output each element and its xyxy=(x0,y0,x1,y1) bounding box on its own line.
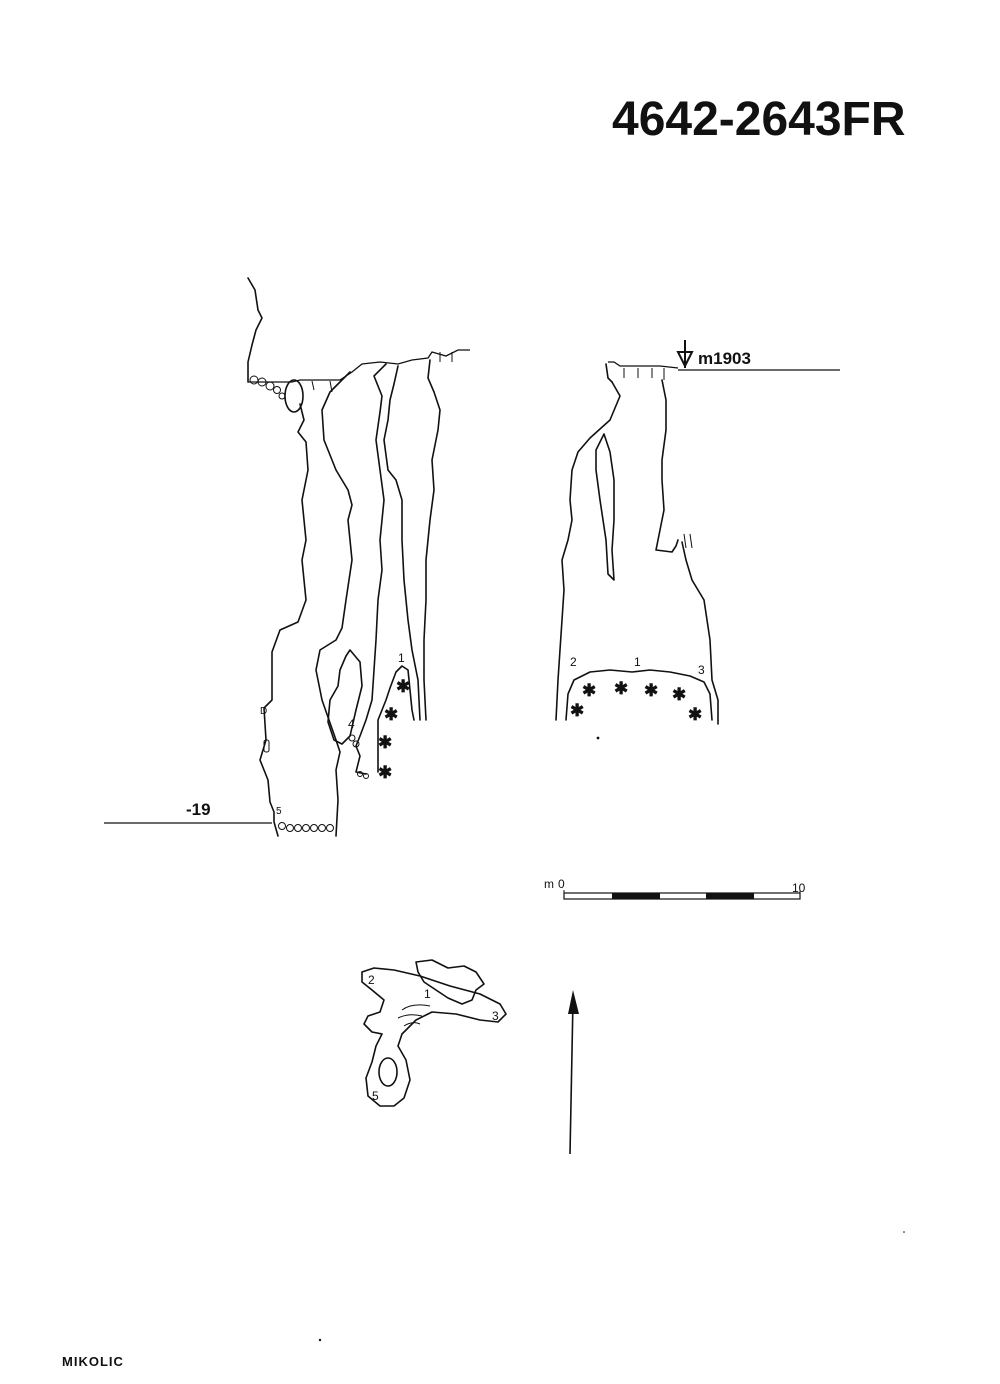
ice-markers: ✱ ✱ ✱ ✱ xyxy=(378,677,410,782)
svg-text:✱: ✱ xyxy=(570,701,584,720)
section-b: m1903 ✱ xyxy=(555,340,840,725)
shaft-right-wall xyxy=(423,359,441,721)
plan-upper-chamber xyxy=(415,959,485,1005)
north-arrow-icon xyxy=(568,990,579,1155)
section-a: -19 xyxy=(104,277,470,837)
point-label-3: 3 xyxy=(698,663,705,677)
scale-start: 0 xyxy=(558,877,565,891)
plan-outline xyxy=(361,967,507,1107)
point-label-2: 2 xyxy=(570,655,577,669)
point-label-d: D xyxy=(260,706,267,717)
point-label-4: 4 xyxy=(348,717,355,731)
svg-text:✱: ✱ xyxy=(614,679,628,698)
plan-slope-lines xyxy=(397,1004,431,1027)
svg-text:✱: ✱ xyxy=(384,705,398,724)
shaft-inner-wall-1 xyxy=(315,371,353,837)
altitude-label: m1903 xyxy=(698,349,751,368)
plan-point-3: 3 xyxy=(492,1009,499,1023)
altitude-marker-icon xyxy=(676,340,694,369)
shaft-b-right-wall xyxy=(655,379,679,553)
cadastral-code: 4642-2643FR xyxy=(612,93,906,146)
point-label-1: 1 xyxy=(398,651,405,665)
plan-point-2: 2 xyxy=(368,973,375,987)
ice-surface xyxy=(565,669,713,721)
paper-specks xyxy=(318,736,905,1342)
rock-pillar xyxy=(595,433,615,581)
boulders-point-4 xyxy=(348,734,369,779)
wall-feature xyxy=(263,739,270,753)
svg-text:✱: ✱ xyxy=(582,681,596,700)
svg-text:✱: ✱ xyxy=(644,681,658,700)
svg-text:✱: ✱ xyxy=(688,705,702,724)
svg-text:✱: ✱ xyxy=(396,677,410,696)
rock-island xyxy=(327,649,363,745)
passage-loop xyxy=(377,665,415,773)
bottom-boulders xyxy=(278,822,334,832)
point-label-1b: 1 xyxy=(634,655,641,669)
svg-text:✱: ✱ xyxy=(672,685,686,704)
entrance-ticks xyxy=(623,368,665,380)
plan-point-5: 5 xyxy=(372,1089,379,1103)
shaft-inner-wall-2 xyxy=(355,363,387,775)
shaft-left-wall xyxy=(259,403,309,837)
point-label-5: 5 xyxy=(276,806,282,817)
surface-edge xyxy=(247,277,263,383)
surface-boulders xyxy=(249,375,304,413)
shaft-b-left-wall xyxy=(555,381,621,721)
plan-view: 2 1 3 5 xyxy=(361,959,507,1107)
scale-unit: m xyxy=(544,877,554,891)
shaft-b-right-wall-lower xyxy=(681,541,719,725)
svg-text:✱: ✱ xyxy=(378,763,392,782)
scale-bar: m 0 10 xyxy=(544,877,806,900)
author-credit: MIKOLIC xyxy=(62,1354,124,1369)
depth-label: -19 xyxy=(186,800,211,819)
scale-end: 10 xyxy=(792,881,806,895)
surface-line xyxy=(248,349,470,383)
shaft-inner-wall-3 xyxy=(383,365,421,721)
ice-markers-b: ✱ ✱ ✱ ✱ ✱ ✱ xyxy=(570,679,702,724)
entrance-surface xyxy=(608,361,679,369)
plan-point-1: 1 xyxy=(424,987,431,1001)
plan-pit xyxy=(378,1057,398,1087)
svg-text:✱: ✱ xyxy=(378,733,392,752)
entrance-rim xyxy=(605,363,613,383)
